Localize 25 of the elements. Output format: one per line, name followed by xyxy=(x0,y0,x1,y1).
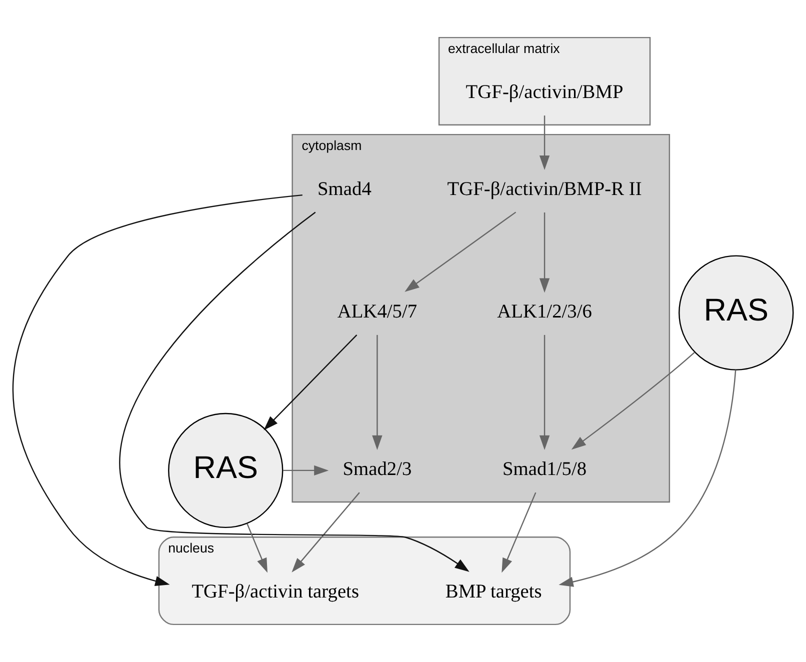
node-text: BMP targets xyxy=(445,582,542,603)
arrow xyxy=(539,212,550,293)
node-text: Smad1/5/8 xyxy=(502,459,587,480)
node-circle: RAS xyxy=(678,255,794,370)
arrow xyxy=(292,492,360,572)
node-text: Smad4 xyxy=(318,178,372,200)
arrow xyxy=(12,194,302,586)
arrow xyxy=(264,334,358,430)
arrow xyxy=(120,212,470,572)
node-text: TGF-β/activin targets xyxy=(192,582,359,603)
arrow xyxy=(539,334,550,450)
node-text: ALK4/5/7 xyxy=(337,301,418,322)
node-text: ALK1/2/3/6 xyxy=(497,301,592,322)
arrow xyxy=(558,370,736,587)
node-text: TGF-β/activin/BMP xyxy=(466,82,624,103)
arrow xyxy=(246,523,268,573)
arrow xyxy=(283,465,329,476)
arrow xyxy=(502,492,536,573)
arrow xyxy=(539,116,550,170)
node-text: Smad2/3 xyxy=(342,459,412,480)
arrow xyxy=(571,352,696,450)
arrow xyxy=(404,212,516,292)
node-circle: RAS xyxy=(168,412,284,528)
arrow xyxy=(372,334,382,450)
node-text: TGF-β/activin/BMP-R II xyxy=(447,178,642,200)
